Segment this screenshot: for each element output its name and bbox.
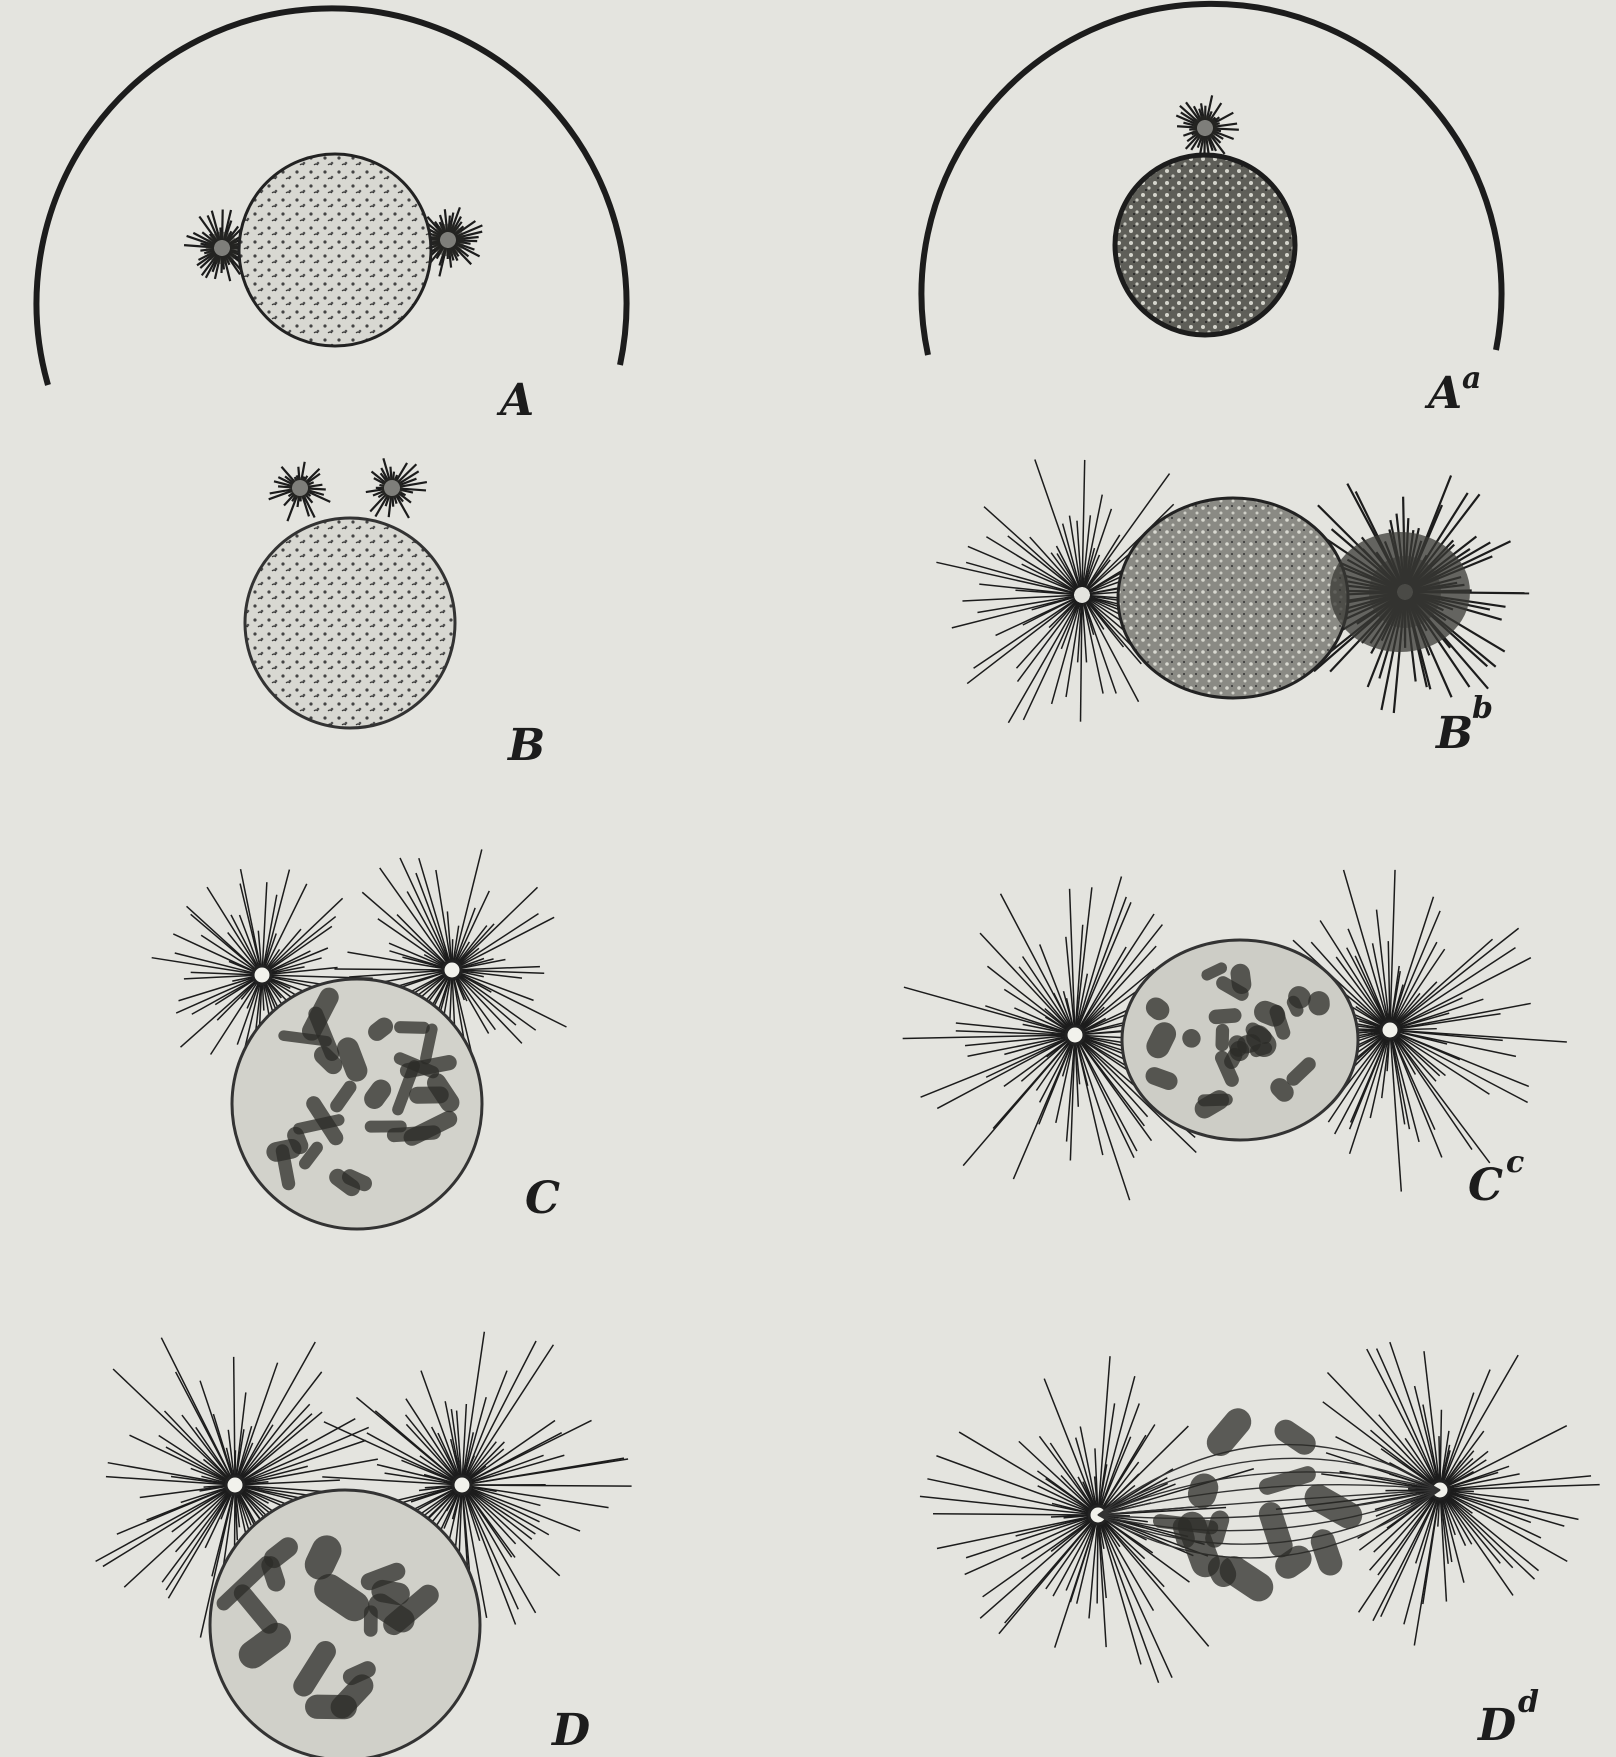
nucleus: [1115, 155, 1295, 335]
aster-ray: [1370, 1430, 1433, 1485]
aster-ray: [334, 969, 444, 970]
panel-d: D: [96, 1332, 632, 1757]
aster-ray: [1101, 1522, 1172, 1677]
label-b-b-sup: b: [1472, 691, 1493, 726]
label-d-d: D: [1476, 1700, 1516, 1751]
centrosome: [226, 1476, 244, 1494]
chromosome: [409, 1086, 449, 1104]
label-b-b: B: [1434, 708, 1473, 759]
label-b: B: [506, 720, 545, 771]
aster-ray: [1008, 602, 1078, 723]
chromosomes: [1152, 1403, 1367, 1607]
chromosome: [305, 1694, 357, 1719]
aster-core: [432, 224, 464, 256]
label-d: D: [550, 1705, 590, 1756]
aster-ray: [980, 933, 1070, 1029]
aster-ray: [1077, 1043, 1103, 1155]
aster-ray: [459, 974, 566, 1027]
panel-c: C: [152, 849, 567, 1229]
chromosome: [1215, 1024, 1229, 1052]
aster-ray: [242, 1427, 368, 1481]
aster-core: [1192, 115, 1217, 140]
aster-ray: [176, 978, 255, 1013]
panel-d-d: D d: [920, 1342, 1600, 1751]
label-d-d-sup: d: [1518, 1685, 1539, 1720]
centrosome: [253, 966, 271, 984]
panel-c-c: C c: [903, 870, 1567, 1211]
aster-core: [206, 232, 238, 264]
label-c: C: [525, 1173, 560, 1224]
nucleus: [1118, 498, 1348, 698]
chromosome: [1201, 1403, 1256, 1462]
aster-ray: [1004, 1037, 1067, 1054]
aster-ray: [1097, 1523, 1098, 1604]
aster-ray: [240, 1372, 322, 1479]
aster-ray: [1398, 1029, 1437, 1030]
aster-ray: [1443, 1370, 1490, 1483]
aster-dark-center: [1330, 532, 1470, 652]
aster-ray: [187, 906, 257, 969]
aster-ray: [1100, 1376, 1135, 1507]
aster-ray: [1395, 1036, 1490, 1163]
aster-ray: [984, 507, 1076, 590]
aster-ray: [201, 935, 255, 970]
aster-ray: [113, 1369, 229, 1479]
aster-ray: [1445, 1496, 1512, 1568]
aster-ray: [269, 951, 310, 971]
aster-ray: [1101, 1523, 1159, 1683]
aster-pair: [269, 458, 427, 521]
chromosome: [1307, 1526, 1345, 1579]
chromosome: [1270, 1415, 1320, 1459]
aster-ray: [1398, 1014, 1501, 1029]
aster-ray: [1440, 1410, 1441, 1482]
chromosome: [1198, 1093, 1233, 1106]
panel-b-b: B b: [936, 460, 1529, 759]
label-c-c: C: [1468, 1160, 1503, 1211]
aster-ray: [1078, 897, 1126, 1028]
label-a: A: [496, 375, 534, 426]
aster-ray: [1388, 941, 1390, 1022]
aster-ray: [243, 1459, 378, 1483]
panel-a-a: A a: [921, 4, 1501, 419]
aster-ray: [933, 1514, 1090, 1515]
aster-ray: [460, 967, 540, 970]
chromosome: [1208, 1008, 1242, 1025]
label-a-a-sup: a: [1462, 361, 1481, 396]
chromosome: [365, 1120, 407, 1132]
aster-ray: [406, 1399, 458, 1479]
aster-ray: [1030, 537, 1077, 589]
aster-ray: [962, 595, 1074, 601]
aster-ray: [455, 891, 489, 963]
centrosome: [443, 961, 461, 979]
chromosome: [1300, 1479, 1367, 1533]
aster-ray: [986, 537, 1075, 591]
centrosome: [1066, 1026, 1084, 1044]
aster-core: [289, 477, 311, 499]
chromosome: [394, 1021, 430, 1034]
aster-core: [381, 477, 403, 499]
panel-a: A: [36, 8, 626, 426]
nucleus: [239, 154, 431, 346]
aster-ray: [1078, 902, 1131, 1027]
aster-ray: [469, 1420, 591, 1481]
aster-ray: [468, 1490, 532, 1539]
aster-ray: [1066, 1522, 1095, 1590]
nucleus: [245, 518, 455, 728]
aster-ray: [162, 1491, 230, 1582]
aster-ray: [400, 858, 449, 963]
aster-ray: [161, 1338, 231, 1478]
label-c-c-sup: c: [1506, 1145, 1524, 1180]
aster-ray: [1396, 928, 1518, 1025]
aster-ray: [173, 934, 254, 972]
panel-b: B: [245, 458, 545, 771]
centrosome-cluster: [1176, 95, 1239, 160]
label-a-a: A: [1424, 368, 1462, 419]
aster-ray: [1099, 1356, 1110, 1507]
centrosome: [453, 1476, 471, 1494]
centrosome: [1381, 1021, 1399, 1039]
